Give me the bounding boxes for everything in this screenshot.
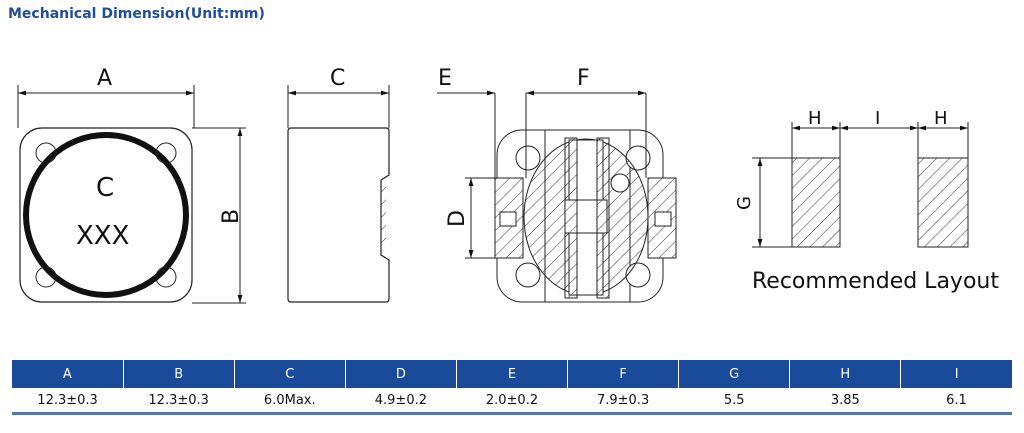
value-d: 4.9±0.2: [345, 388, 457, 415]
dim-label-i: I: [875, 108, 880, 129]
dimension-table: A B C D E F G H I 12.3±0.3 12.3±0.3 6.0M…: [12, 360, 1012, 415]
dim-label-h2: H: [934, 108, 948, 129]
bottom-view: [437, 90, 677, 303]
value-f: 7.9±0.3: [567, 388, 679, 415]
page-title: Mechanical Dimension(Unit:mm): [8, 6, 265, 22]
value-g: 5.5: [678, 388, 790, 415]
marking-line1: C: [96, 173, 114, 203]
value-h: 3.85: [789, 388, 901, 415]
header-f: F: [567, 360, 679, 388]
header-h: H: [789, 360, 901, 388]
header-d: D: [344, 360, 457, 388]
layout-caption: Recommended Layout: [752, 269, 999, 294]
marking-line2: XXX: [76, 221, 129, 251]
value-c: 6.0Max.: [234, 388, 346, 415]
top-view: [17, 85, 246, 304]
header-i: I: [900, 360, 1012, 388]
header-b: B: [122, 360, 235, 388]
header-c: C: [233, 360, 346, 388]
value-b: 12.3±0.3: [123, 388, 235, 415]
header-e: E: [455, 360, 568, 388]
table-row: 12.3±0.3 12.3±0.3 6.0Max. 4.9±0.2 2.0±0.…: [12, 388, 1012, 415]
dim-label-d: D: [445, 210, 470, 227]
side-view: [287, 85, 390, 303]
value-e: 2.0±0.2: [456, 388, 568, 415]
table-header-row: A B C D E F G H I: [12, 360, 1012, 388]
dim-label-e: E: [438, 66, 452, 91]
dim-label-f: F: [577, 66, 590, 91]
dim-label-h1: H: [808, 108, 822, 129]
recommended-layout: [752, 122, 969, 248]
value-i: 6.1: [900, 388, 1012, 415]
value-a: 12.3±0.3: [12, 388, 124, 415]
dim-label-g: G: [734, 196, 755, 210]
dim-label-b: B: [219, 209, 244, 224]
dim-label-c: C: [330, 66, 345, 91]
dim-label-a: A: [97, 66, 112, 91]
header-g: G: [678, 360, 790, 388]
header-a: A: [12, 360, 124, 388]
mechanical-drawing: A B C XXX C E F D: [17, 66, 999, 304]
